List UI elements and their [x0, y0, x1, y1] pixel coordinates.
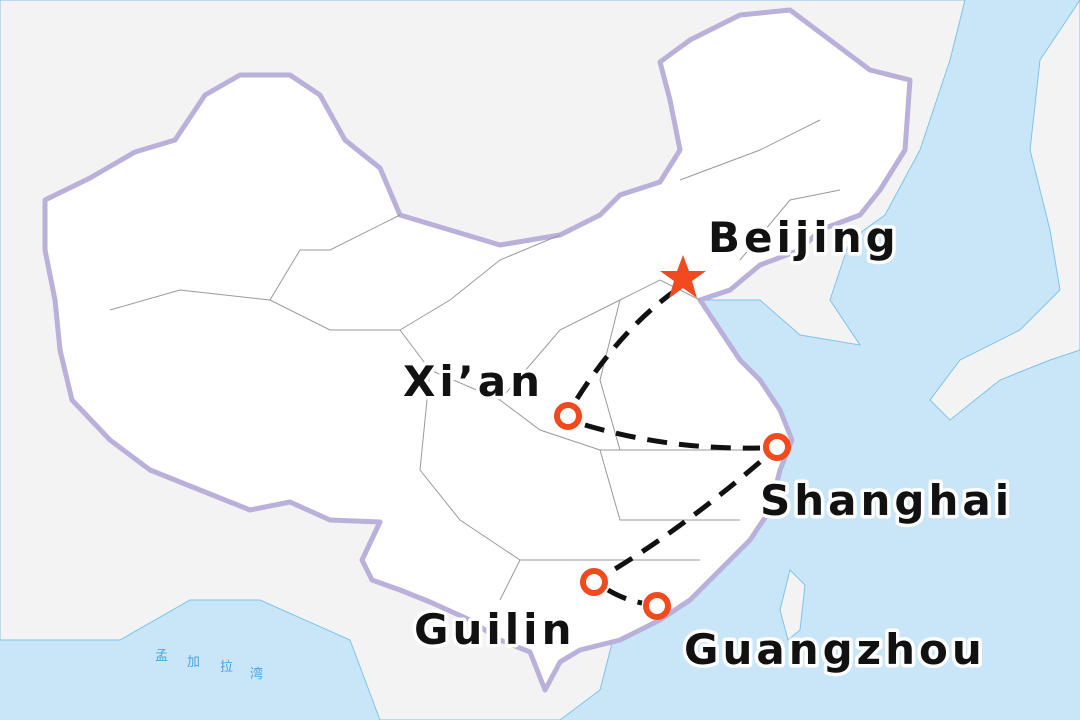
city-label-guangzhou: Guangzhou — [684, 625, 986, 674]
province-borders — [109, 119, 841, 601]
svg-text:湾: 湾 — [250, 666, 263, 682]
city-label-shanghai: Shanghai — [760, 476, 1013, 525]
bay-of-bengal-label: 孟 加 拉 湾 — [155, 649, 263, 682]
star-icon[interactable] — [660, 255, 706, 298]
city-label-beijing: Beijing — [708, 213, 900, 262]
city-label-guilin: Guilin — [414, 605, 575, 654]
svg-text:加: 加 — [187, 655, 200, 670]
svg-text:孟: 孟 — [155, 649, 168, 664]
circle-marker-icon[interactable] — [643, 592, 671, 620]
circle-marker-icon[interactable] — [554, 402, 582, 430]
route-shanghai-guilin — [608, 460, 762, 575]
circle-marker-icon[interactable] — [580, 568, 608, 596]
japan-land — [929, 0, 1080, 421]
route-beijing-xian — [572, 287, 678, 404]
svg-text:拉: 拉 — [220, 660, 233, 675]
circle-marker-icon[interactable] — [763, 433, 791, 461]
route-lines — [572, 287, 762, 606]
taiwan-land — [779, 569, 806, 641]
city-label-xian: Xi’an — [403, 357, 544, 406]
route-guilin-guangzhou — [606, 587, 643, 606]
